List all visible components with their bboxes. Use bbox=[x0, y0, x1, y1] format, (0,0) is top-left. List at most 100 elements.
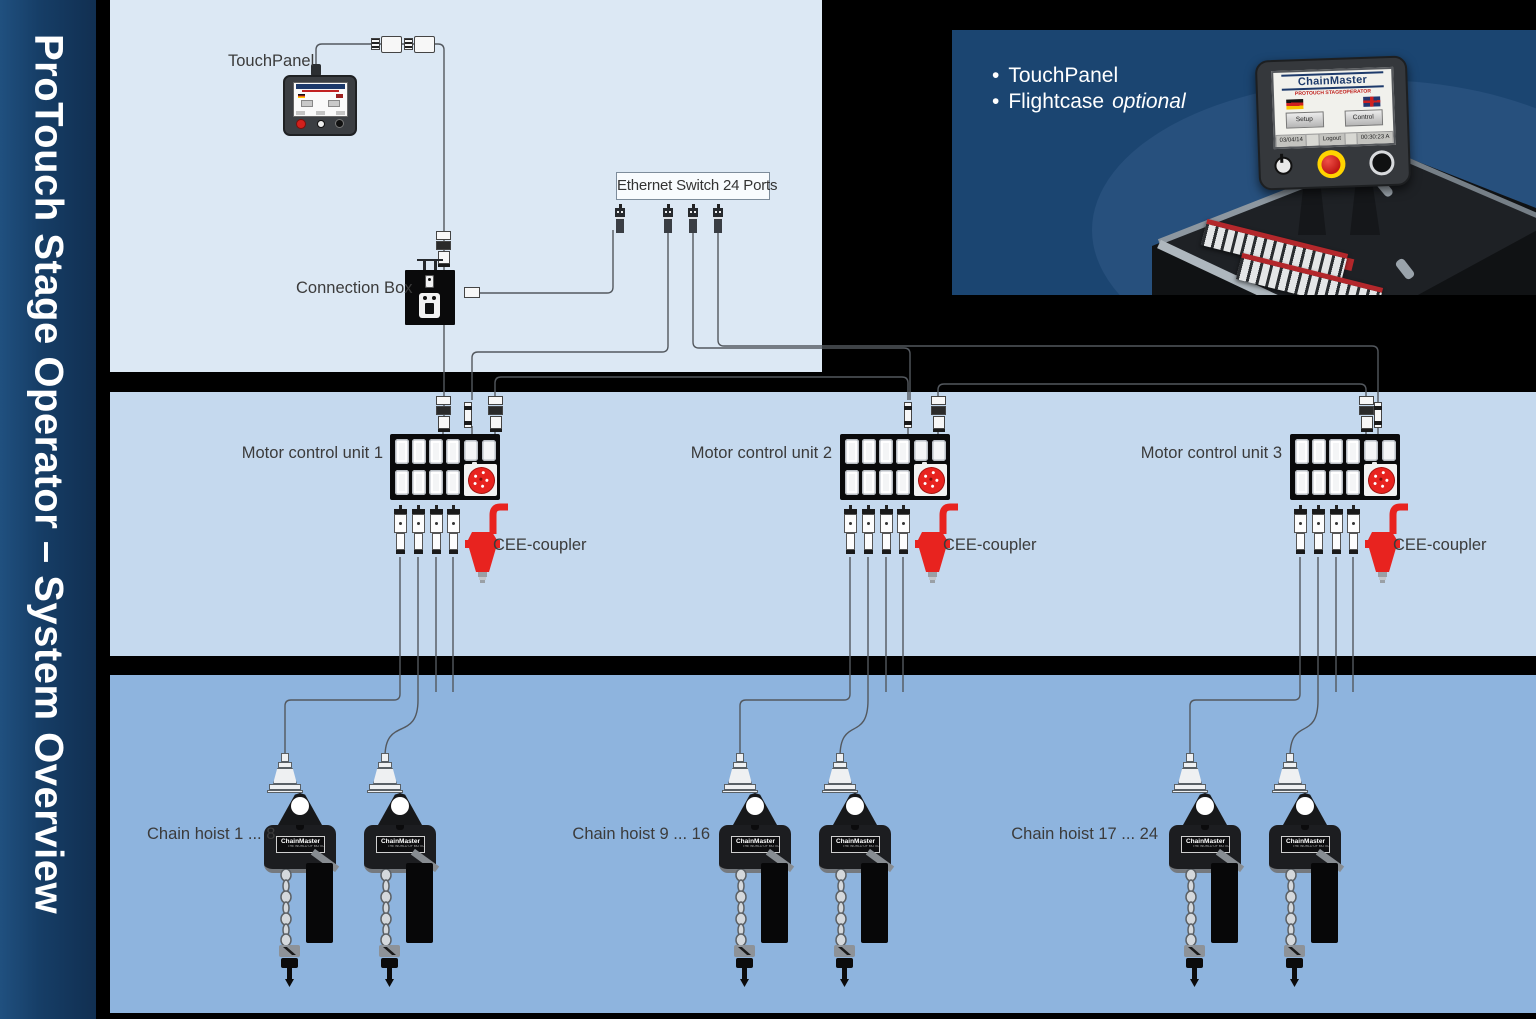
status-bar: 03/04/14 Logout 00:30:23 A bbox=[1275, 130, 1394, 148]
status-time: 00:30:23 A bbox=[1356, 131, 1394, 145]
aux-socket bbox=[1382, 440, 1396, 461]
cee-power-socket bbox=[914, 463, 949, 498]
ethernet-port-connector bbox=[713, 204, 723, 233]
hoist-brand-plate: ChainMaster THE WORLD OF MOTION bbox=[276, 836, 325, 853]
hoist-group-1-label: Chain hoist 1 ... 8 bbox=[147, 825, 276, 843]
hook-block bbox=[834, 945, 855, 957]
motor-unit-1-label: Motor control unit 1 bbox=[241, 444, 383, 462]
cable-coupling-connector bbox=[1359, 396, 1374, 432]
ethernet-port-connector bbox=[688, 204, 698, 233]
connection-box-label: Connection Box bbox=[296, 279, 413, 297]
connection-box-lan-connector bbox=[464, 287, 480, 298]
chain-bag bbox=[761, 863, 788, 943]
motor-control-unit-box bbox=[390, 434, 500, 554]
cable-coupling-connector bbox=[488, 396, 503, 432]
hoist-group-3-label: Chain hoist 17 ... 24 bbox=[1011, 825, 1158, 843]
motor-control-unit-box bbox=[1290, 434, 1400, 554]
control-button: Control bbox=[1344, 109, 1383, 127]
aux-socket bbox=[914, 440, 928, 461]
small-cable-connector bbox=[464, 402, 472, 428]
touchpanel-device bbox=[283, 75, 357, 136]
hoist-brand-plate: ChainMaster THE WORLD OF MOTION bbox=[1181, 836, 1230, 853]
page-title: ProTouch Stage Operator – System Overvie… bbox=[26, 34, 71, 915]
german-flag-icon bbox=[1286, 99, 1304, 110]
key-switch-icon bbox=[316, 119, 325, 128]
bottom-hook bbox=[385, 979, 394, 987]
chain-bag bbox=[1211, 863, 1238, 943]
status-logout: Logout bbox=[1318, 133, 1346, 146]
ethernet-port-connector bbox=[663, 204, 673, 233]
hoist-group-2-label: Chain hoist 9 ... 16 bbox=[572, 825, 710, 843]
aux-socket bbox=[482, 440, 496, 461]
photo-touchpanel-screen: ChainMaster PROTOUCH STAGEOPERATOR Setup… bbox=[1271, 66, 1396, 150]
cee-coupler-label-1: CEE-coupler bbox=[493, 536, 587, 554]
cee-coupler-plug bbox=[915, 503, 958, 583]
ethernet-port-connector bbox=[615, 204, 625, 233]
chain-bag bbox=[1311, 863, 1338, 943]
hook-block bbox=[379, 945, 400, 957]
chain-bag bbox=[861, 863, 888, 943]
small-cable-connector bbox=[1374, 402, 1382, 428]
cee-power-socket bbox=[464, 463, 499, 498]
bullet-touchpanel: •TouchPanel bbox=[992, 64, 1119, 87]
chain-bag bbox=[306, 863, 333, 943]
bottom-hook bbox=[840, 979, 849, 987]
sidebar: ProTouch Stage Operator – System Overvie… bbox=[0, 0, 96, 1019]
chain-hoist: ChainMaster THE WORLD OF MOTION bbox=[709, 753, 801, 988]
hoist-brand-plate: ChainMaster THE WORLD OF MOTION bbox=[376, 836, 425, 853]
chain-hoist: ChainMaster THE WORLD OF MOTION bbox=[1259, 753, 1351, 988]
hoist-motor-body: ChainMaster THE WORLD OF MOTION bbox=[364, 825, 436, 873]
bottom-hook bbox=[1190, 979, 1199, 987]
ethernet-switch: Ethernet Switch 24 Ports bbox=[616, 172, 777, 200]
hoist-brand-plate: ChainMaster THE WORLD OF MOTION bbox=[731, 836, 780, 853]
hoist-brand-plate: ChainMaster THE WORLD OF MOTION bbox=[831, 836, 880, 853]
status-date: 03/04/14 bbox=[1275, 134, 1308, 148]
aux-socket bbox=[464, 440, 478, 461]
inline-cable-connector bbox=[371, 36, 402, 53]
cee-coupler-plug bbox=[465, 503, 508, 583]
motor-unit-3-label: Motor control unit 3 bbox=[1140, 444, 1282, 462]
touchpanel-screen bbox=[293, 82, 348, 117]
inline-cable-connector bbox=[404, 36, 435, 53]
hoist-chain bbox=[835, 869, 847, 947]
emergency-stop-icon bbox=[296, 118, 306, 129]
cee-power-socket bbox=[1364, 463, 1399, 498]
cable-coupling-connector bbox=[436, 396, 451, 432]
brand-logo: ChainMaster bbox=[1281, 71, 1384, 91]
chain-hoist: ChainMaster THE WORLD OF MOTION bbox=[254, 753, 346, 988]
motor-control-unit-box bbox=[840, 434, 950, 554]
cee-coupler-label-3: CEE-coupler bbox=[1393, 536, 1487, 554]
bottom-hook bbox=[1290, 979, 1299, 987]
chain-hoist: ChainMaster THE WORLD OF MOTION bbox=[354, 753, 446, 988]
uk-flag-icon bbox=[1363, 96, 1381, 107]
hook-block bbox=[1184, 945, 1205, 957]
hook-block bbox=[734, 945, 755, 957]
bottom-hook bbox=[740, 979, 749, 987]
hoist-chain bbox=[1185, 869, 1197, 947]
small-cable-connector bbox=[904, 402, 912, 428]
hoist-chain bbox=[380, 869, 392, 947]
hoist-chain bbox=[280, 869, 292, 947]
cable-socket-icon bbox=[1368, 149, 1395, 176]
cee-coupler-plug bbox=[1365, 503, 1408, 583]
touchpanel-label: TouchPanel bbox=[228, 52, 315, 70]
hook-block bbox=[279, 945, 300, 957]
aux-socket bbox=[1364, 440, 1378, 461]
photo-touchpanel-device: ChainMaster PROTOUCH STAGEOPERATOR Setup… bbox=[1254, 55, 1412, 191]
hook-block bbox=[1284, 945, 1305, 957]
hoist-brand-plate: ChainMaster THE WORLD OF MOTION bbox=[1281, 836, 1330, 853]
aux-socket bbox=[932, 440, 946, 461]
hoist-chain bbox=[1285, 869, 1297, 947]
chain-hoist: ChainMaster THE WORLD OF MOTION bbox=[809, 753, 901, 988]
bottom-hook bbox=[285, 979, 294, 987]
setup-button: Setup bbox=[1285, 111, 1324, 129]
cable-coupling-connector bbox=[931, 396, 946, 432]
uk-flag-icon bbox=[336, 94, 343, 98]
chain-bag bbox=[406, 863, 433, 943]
cable-socket-icon bbox=[335, 119, 344, 128]
motor-unit-2-label: Motor control unit 2 bbox=[690, 444, 832, 462]
